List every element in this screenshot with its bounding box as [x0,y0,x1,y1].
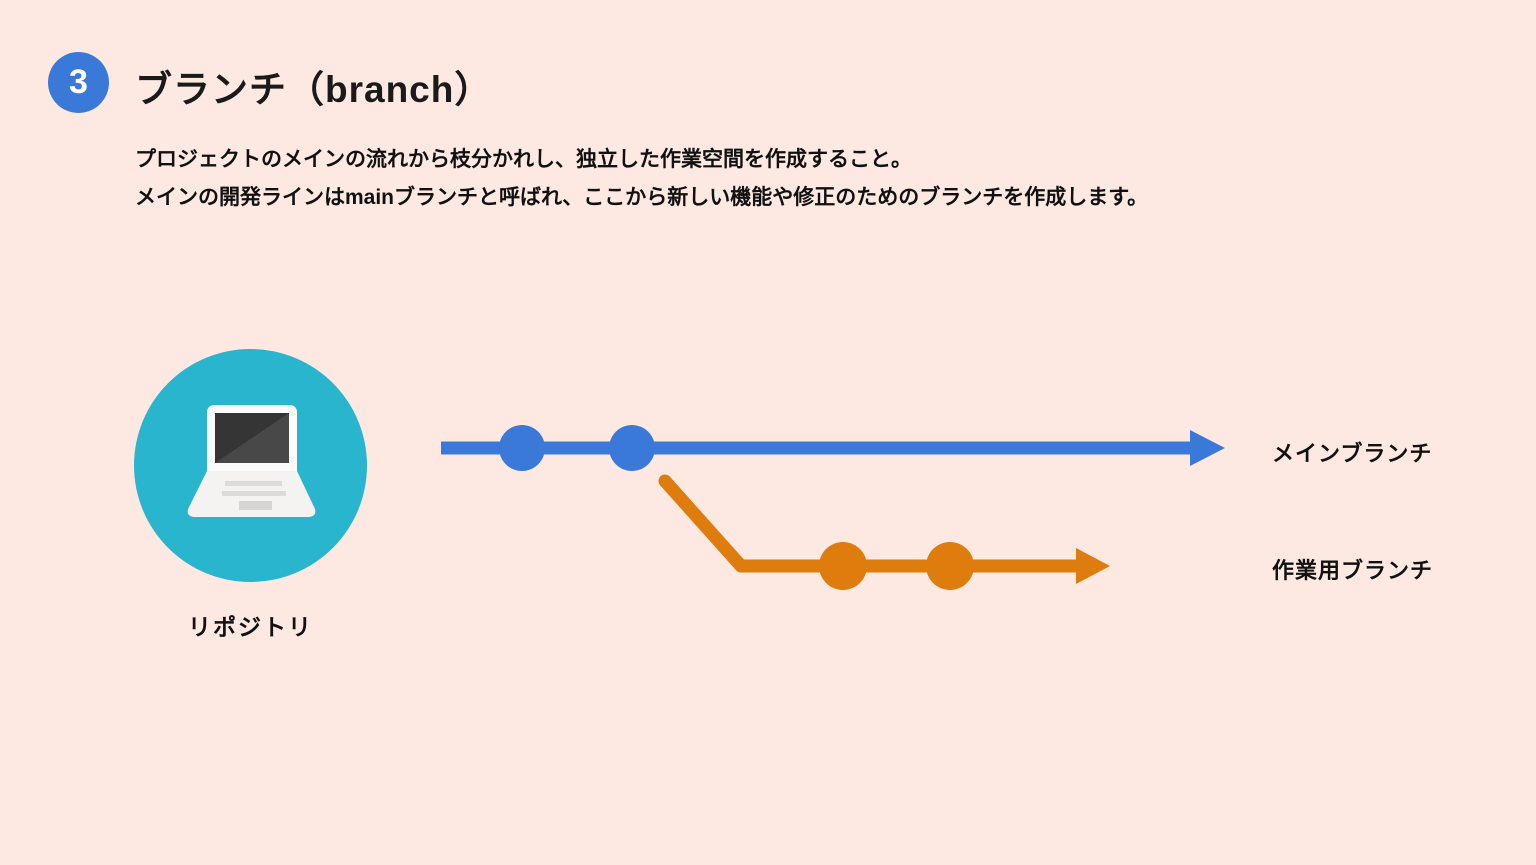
section-number-badge: 3 [48,52,109,113]
laptop-screen-reflection [214,412,289,463]
work-branch-arrowhead [1076,548,1110,584]
work-branch-label: 作業用ブランチ [1272,558,1434,583]
repository-label: リポジトリ [188,614,313,640]
main-branch-commit-1 [499,425,545,471]
laptop-keyboard-row [224,480,282,486]
page-title: ブランチ（branch） [135,69,493,110]
description-line-1: プロジェクトのメインの流れから枝分かれし、独立した作業空間を作成すること。 [135,148,912,171]
laptop-touchpad [238,500,272,510]
section-number: 3 [69,62,88,101]
laptop-icon [187,404,315,517]
laptop-keyboard-row [221,490,286,496]
work-branch-commit-1 [819,542,867,590]
repository-circle [134,349,367,582]
main-branch-label: メインブランチ [1272,441,1433,466]
main-branch-commit-2 [609,425,655,471]
work-branch-line [658,474,1089,573]
description-text: プロジェクトのメインの流れから枝分かれし、独立した作業空間を作成すること。 メイ… [135,141,1148,217]
main-branch-arrowhead [1190,430,1225,466]
work-branch-commit-2 [926,542,974,590]
description-line-2: メインの開発ラインはmainブランチと呼ばれ、ここから新しい機能や修正のためのブ… [135,186,1149,209]
